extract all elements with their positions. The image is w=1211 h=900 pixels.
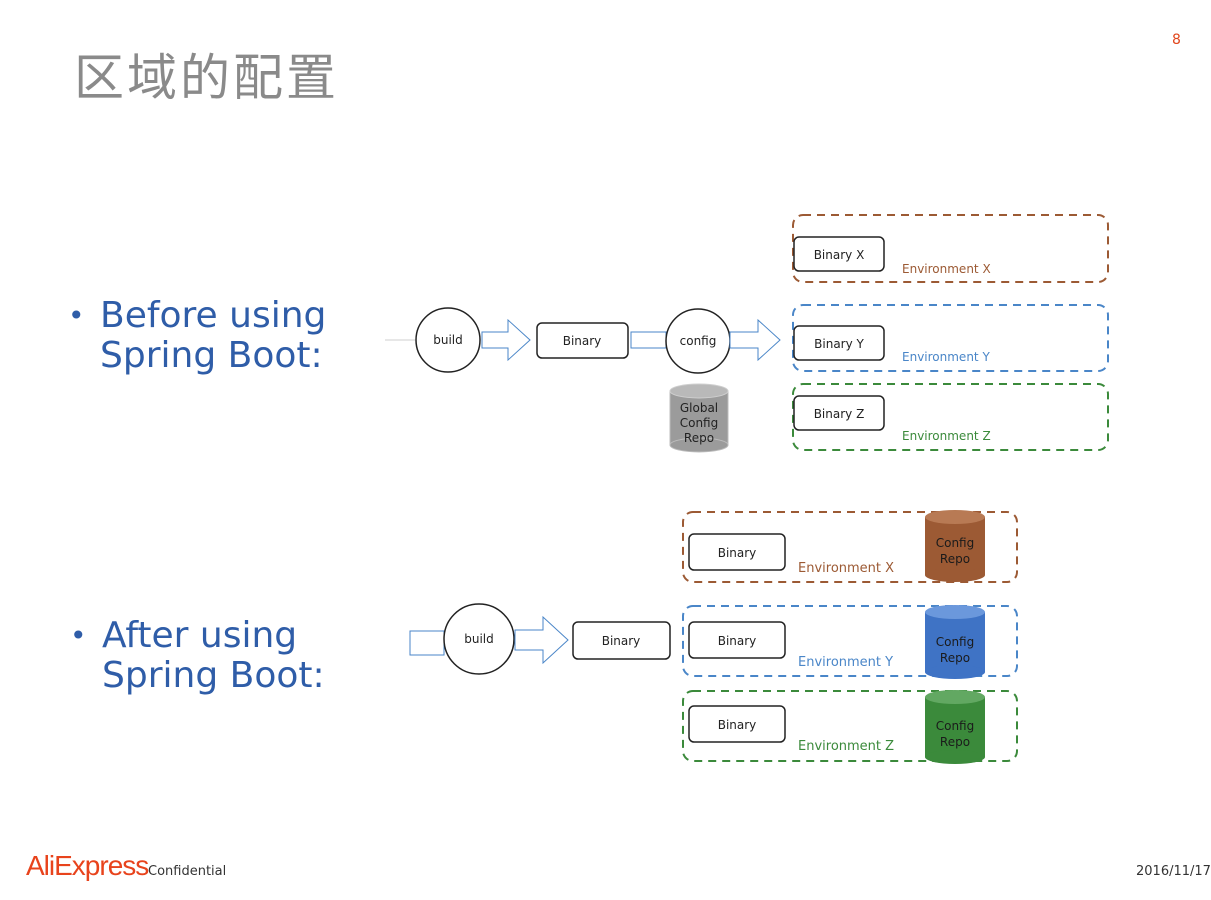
arrow-icon xyxy=(481,318,531,362)
bullet-before: • Before using Spring Boot: xyxy=(68,295,327,376)
after-binary-y-label: Binary xyxy=(718,634,757,648)
after-env-z-boundary xyxy=(682,690,1018,762)
after-binary-x-label: Binary xyxy=(718,546,757,560)
bullet-after: • After using Spring Boot: xyxy=(70,615,325,696)
after-binary-z-label: Binary xyxy=(718,718,757,732)
arrow-icon xyxy=(729,318,781,362)
after-build-node xyxy=(443,603,515,675)
after-env-y-label: Environment Y xyxy=(798,655,893,670)
aliexpress-logo: AliExpress xyxy=(26,850,149,881)
after-binary-label: Binary xyxy=(602,634,641,648)
global-repo-line2: Config xyxy=(680,416,719,430)
before-env-z-boundary xyxy=(792,383,1109,451)
page-number: 8 xyxy=(1172,32,1181,48)
after-binary-x-box xyxy=(688,533,786,571)
config-repo-z-line2: Repo xyxy=(940,735,970,749)
before-binary-y-label: Binary Y xyxy=(814,337,864,351)
slide-title: 区域的配置 xyxy=(74,49,339,107)
global-config-repo-icon xyxy=(669,383,729,453)
before-binary-z-box xyxy=(793,395,885,431)
before-binary-x-box xyxy=(793,236,885,272)
config-repo-z-icon xyxy=(925,690,985,764)
after-env-y-boundary xyxy=(682,605,1018,677)
before-env-z-label: Environment Z xyxy=(902,429,991,443)
config-repo-x-line2: Repo xyxy=(940,552,970,566)
after-build-label: build xyxy=(464,632,494,646)
global-repo-line1: Global xyxy=(680,401,718,415)
after-env-x-boundary xyxy=(682,511,1018,583)
config-repo-y-line2: Repo xyxy=(940,651,970,665)
before-env-x-label: Environment X xyxy=(902,262,991,276)
before-build-node xyxy=(415,307,481,373)
bullet-after-line2: Spring Boot: xyxy=(102,655,325,696)
bullet-after-line1: After using xyxy=(102,615,298,656)
before-env-y-boundary xyxy=(792,304,1109,372)
before-binary-box xyxy=(536,322,629,359)
bullet-dot-icon: • xyxy=(70,619,87,652)
before-build-label: build xyxy=(433,333,463,347)
after-binary-y-box xyxy=(688,621,786,659)
before-binary-x-label: Binary X xyxy=(814,248,865,262)
bullet-before-line2: Spring Boot: xyxy=(100,335,323,376)
bullet-before-line1: Before using xyxy=(100,295,327,336)
config-repo-y-icon xyxy=(925,605,985,679)
global-repo-line3: Repo xyxy=(684,431,714,445)
before-binary-z-label: Binary Z xyxy=(814,407,865,421)
config-repo-x-line1: Config xyxy=(936,536,975,550)
config-repo-y-line1: Config xyxy=(936,635,975,649)
footer-date: 2016/11/17 xyxy=(1136,864,1211,879)
before-binary-y-box xyxy=(793,325,885,361)
arrow-icon xyxy=(514,615,569,665)
arrow-shaft-icon xyxy=(630,331,667,349)
after-env-x-label: Environment X xyxy=(798,561,894,576)
before-env-y-label: Environment Y xyxy=(902,350,990,364)
config-repo-z-line1: Config xyxy=(936,719,975,733)
bullet-dot-icon: • xyxy=(68,299,85,332)
after-env-z-label: Environment Z xyxy=(798,739,894,754)
before-env-x-boundary xyxy=(792,214,1109,283)
config-repo-x-icon xyxy=(925,510,985,582)
before-config-label: config xyxy=(680,334,717,348)
arrow-shaft-icon xyxy=(409,630,445,656)
after-binary-box xyxy=(572,621,671,660)
confidential-label: Confidential xyxy=(148,864,227,879)
after-binary-z-box xyxy=(688,705,786,743)
before-binary-label: Binary xyxy=(563,334,602,348)
